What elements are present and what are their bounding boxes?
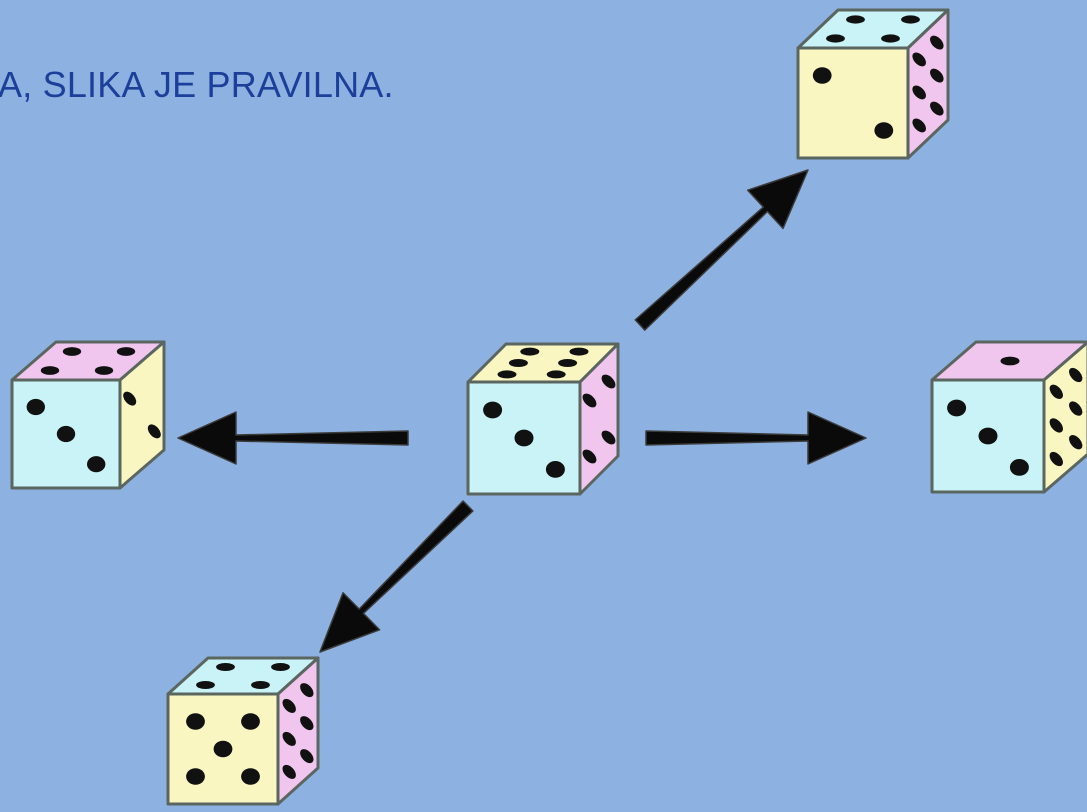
- die-pip: [116, 347, 136, 356]
- die-pip: [514, 429, 534, 447]
- die-left-icon: [10, 340, 166, 490]
- die-pip: [123, 391, 137, 406]
- die-pip: [881, 34, 900, 43]
- die-pip: [213, 740, 233, 758]
- arrow-up-right: [634, 169, 809, 331]
- arrow-left: [177, 411, 409, 465]
- die-pip: [196, 681, 215, 689]
- arrow-left-icon: [177, 411, 409, 465]
- die-pip: [497, 370, 517, 379]
- die-pip: [186, 713, 205, 730]
- die-pip: [569, 347, 589, 356]
- die-pip: [282, 731, 296, 746]
- die-pip: [300, 683, 314, 698]
- arrow-down-left: [319, 500, 474, 653]
- die-pip: [546, 370, 566, 379]
- die-pip: [251, 681, 270, 689]
- die-bottom-left-icon: [166, 656, 320, 806]
- die-pip: [94, 366, 114, 375]
- die-pip: [930, 35, 944, 50]
- die-pip: [508, 359, 528, 367]
- die-pip: [826, 34, 845, 43]
- die-pip: [582, 393, 597, 408]
- die-pip: [282, 764, 296, 779]
- die-pip: [300, 749, 314, 764]
- die-pip: [912, 52, 926, 67]
- die-pip: [1069, 401, 1083, 416]
- arrow-right: [645, 411, 867, 465]
- die-pip: [300, 716, 314, 731]
- die-pip: [241, 713, 260, 730]
- die-pip: [271, 663, 290, 671]
- die-pip: [1049, 418, 1063, 433]
- die-pip: [582, 449, 597, 464]
- die-pip: [186, 768, 205, 785]
- die-pip: [147, 424, 161, 439]
- page-title: A, SLIKA JE PRAVILNA.: [0, 64, 394, 105]
- die-pip: [40, 366, 60, 375]
- die-pip: [282, 698, 296, 713]
- die-pip: [846, 15, 865, 24]
- die-pip: [87, 456, 106, 473]
- die-pip: [812, 67, 832, 84]
- die-center-icon: [466, 342, 620, 496]
- die-pip: [483, 401, 503, 419]
- die-front-face: [796, 46, 910, 160]
- die-pip: [912, 85, 926, 100]
- arrow-right-icon: [645, 411, 867, 465]
- arrow-down-left-icon: [319, 500, 474, 653]
- die-pip: [1069, 435, 1083, 450]
- die-pip: [1069, 367, 1083, 383]
- die-pip: [1049, 451, 1063, 467]
- die-pip: [520, 347, 540, 356]
- die-pip: [56, 425, 76, 443]
- die-pip: [241, 768, 260, 785]
- die-pip: [978, 427, 998, 445]
- die-top-right-icon: [796, 8, 950, 160]
- die-pip: [545, 461, 565, 478]
- die-pip: [901, 15, 920, 24]
- die-pip: [947, 399, 967, 417]
- die-pip: [930, 68, 944, 83]
- die-pip: [216, 663, 235, 671]
- die-pip: [62, 347, 82, 356]
- die-pip: [26, 398, 45, 416]
- die-pip: [1009, 459, 1029, 476]
- arrow-up-right-icon: [634, 169, 809, 331]
- die-pip: [601, 430, 616, 445]
- die-pip: [1049, 384, 1063, 399]
- die-pip: [558, 359, 578, 367]
- die-pip: [912, 118, 926, 133]
- die-pip: [930, 101, 944, 116]
- die-pip: [1000, 356, 1020, 366]
- die-pip: [601, 374, 616, 389]
- die-pip: [874, 122, 894, 139]
- die-right-icon: [930, 340, 1087, 494]
